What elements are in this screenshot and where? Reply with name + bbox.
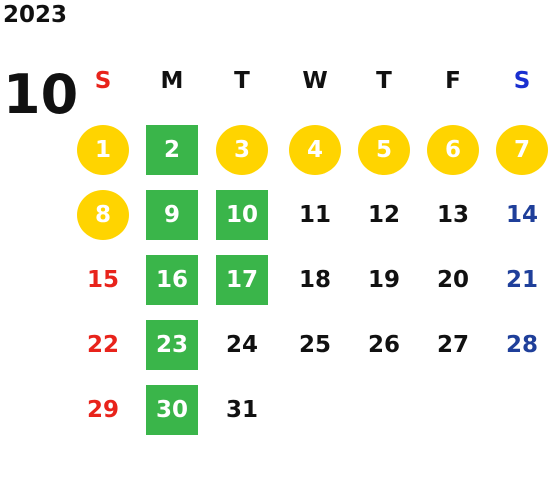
day-7: 7 — [496, 125, 548, 175]
day-15: 15 — [86, 267, 119, 293]
day-12: 12 — [367, 202, 400, 228]
day-13: 13 — [436, 202, 469, 228]
day-3: 3 — [216, 125, 268, 175]
day-21: 21 — [505, 267, 538, 293]
day-28: 28 — [505, 332, 538, 358]
day-24: 24 — [225, 332, 258, 358]
day-14: 14 — [505, 202, 538, 228]
weekday-tue: T — [234, 68, 250, 94]
day-8: 8 — [77, 190, 129, 240]
day-27: 27 — [436, 332, 469, 358]
year-label: 2023 — [3, 2, 68, 28]
weekday-sat: S — [513, 68, 531, 94]
day-25: 25 — [298, 332, 331, 358]
weekday-mon: M — [160, 68, 184, 94]
day-18: 18 — [298, 267, 331, 293]
day-31: 31 — [225, 397, 258, 423]
weekday-sun: S — [94, 68, 112, 94]
weekday-fri: F — [445, 68, 461, 94]
day-23: 23 — [146, 320, 198, 370]
day-4: 4 — [289, 125, 341, 175]
day-17: 17 — [216, 255, 268, 305]
day-29: 29 — [86, 397, 119, 423]
day-30: 30 — [146, 385, 198, 435]
day-20: 20 — [436, 267, 469, 293]
day-26: 26 — [367, 332, 400, 358]
weekday-wed: W — [302, 68, 328, 94]
day-19: 19 — [367, 267, 400, 293]
day-22: 22 — [86, 332, 119, 358]
weekday-thu: T — [376, 68, 392, 94]
day-10: 10 — [216, 190, 268, 240]
day-1: 1 — [77, 125, 129, 175]
day-16: 16 — [146, 255, 198, 305]
day-6: 6 — [427, 125, 479, 175]
day-11: 11 — [298, 202, 331, 228]
month-number: 10 — [3, 63, 79, 126]
day-2: 2 — [146, 125, 198, 175]
day-9: 9 — [146, 190, 198, 240]
day-5: 5 — [358, 125, 410, 175]
